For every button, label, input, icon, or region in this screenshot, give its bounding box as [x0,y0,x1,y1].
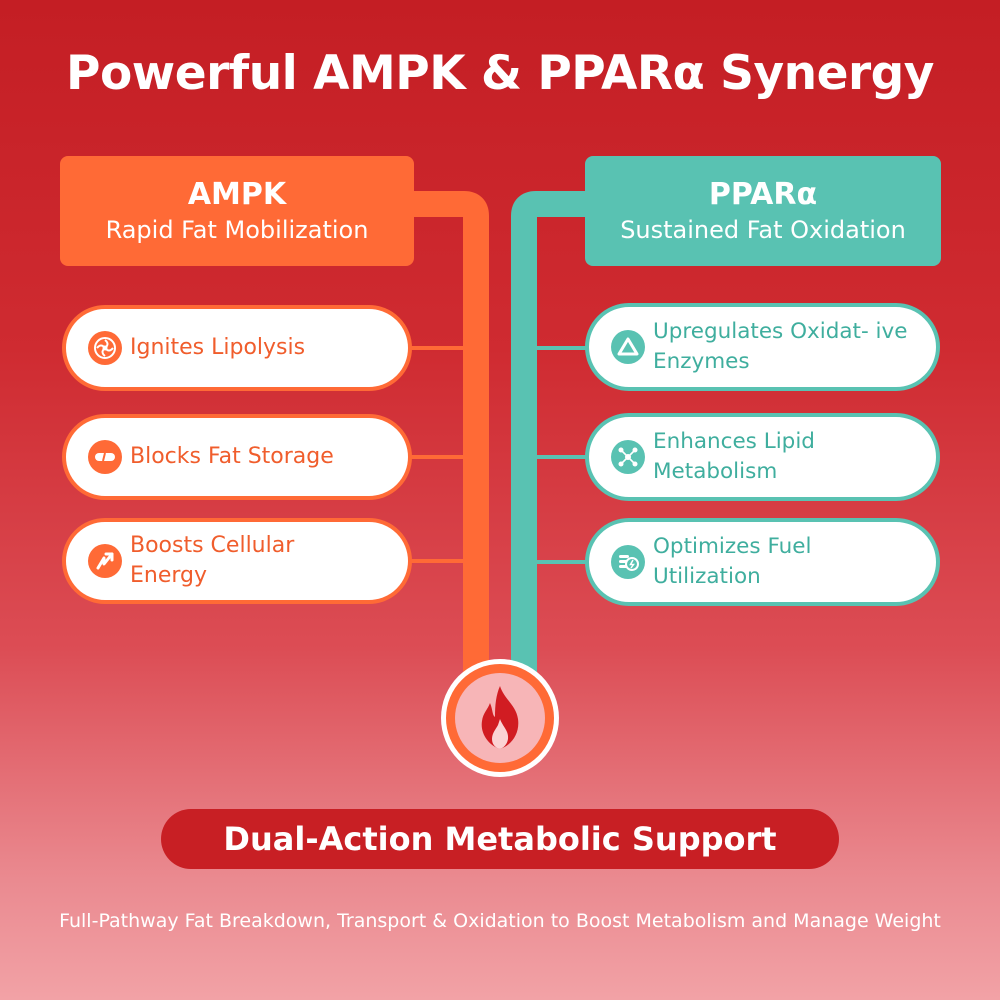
footer-description: Full-Pathway Fat Breakdown, Transport & … [59,910,941,932]
ampk-item-fat-storage: Blocks Fat Storage [62,414,412,500]
ampk-item-label: Boosts Cellular Energy [130,533,295,588]
lipolysis-icon [88,331,122,365]
ppar-header: PPARα Sustained Fat Oxidation [585,156,941,266]
flame-icon [455,673,545,763]
ampk-item-label: Blocks Fat Storage [130,444,334,469]
block-pill-icon [88,440,122,474]
ppar-item-fuel-utilization: Optimizes Fuel Utilization [585,518,940,606]
ampk-item-label: Ignites Lipolysis [130,335,306,360]
flame-badge [441,659,559,777]
ppar-item-label: Optimizes Fuel Utilization [653,534,812,589]
ppar-title: PPARα [708,177,818,212]
ampk-subtitle: Rapid Fat Mobilization [105,216,369,244]
ppar-subtitle: Sustained Fat Oxidation [620,216,906,244]
ampk-item-lipolysis: Ignites Lipolysis [62,305,412,391]
ampk-item-cellular-energy: Boosts Cellular Energy [62,518,412,604]
molecule-icon [611,440,645,474]
arrow-up-energy-icon [88,544,122,578]
dual-action-support-label: Dual-Action Metabolic Support [161,809,839,869]
page-title: Powerful AMPK & PPARα Synergy [66,46,934,101]
ppar-item-label: Upregulates Oxidat- ive Enzymes [653,319,908,374]
ampk-title: AMPK [187,177,287,212]
ppar-item-lipid-metabolism: Enhances Lipid Metabolism [585,413,940,501]
ampk-header: AMPK Rapid Fat Mobilization [60,156,414,266]
ppar-item-enzymes: Upregulates Oxidat- ive Enzymes [585,303,940,391]
fuel-coin-icon [611,545,645,579]
ppar-item-label: Enhances Lipid Metabolism [653,429,815,484]
triangle-enzyme-icon [611,330,645,364]
